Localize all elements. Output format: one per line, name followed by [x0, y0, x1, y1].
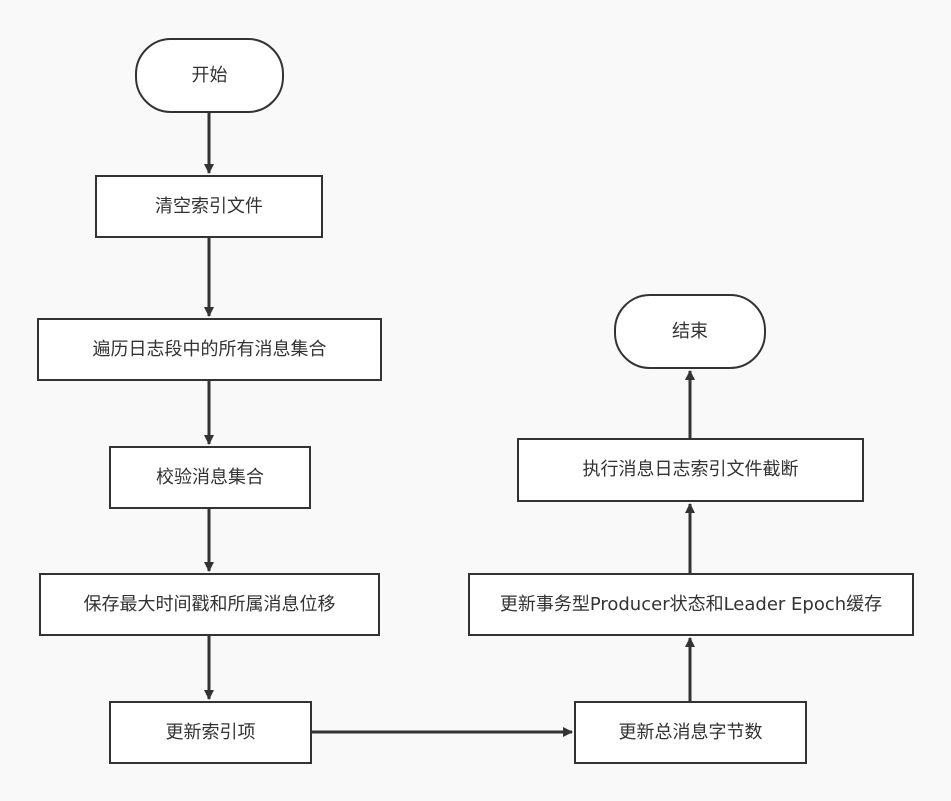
save-max-timestamp-node: 保存最大时间戳和所属消息位移	[39, 573, 380, 636]
start-node: 开始	[135, 38, 284, 113]
end-label: 结束	[672, 320, 708, 342]
validate-node: 校验消息集合	[109, 446, 311, 509]
update-bytes-node: 更新总消息字节数	[574, 701, 807, 764]
update-index-label: 更新索引项	[165, 721, 256, 743]
clear-index-label: 清空索引文件	[155, 195, 263, 217]
update-transaction-label: 更新事务型Producer状态和Leader Epoch缓存	[499, 593, 883, 615]
start-label: 开始	[191, 64, 228, 86]
iterate-log-label: 遍历日志段中的所有消息集合	[92, 338, 327, 360]
update-transaction-node: 更新事务型Producer状态和Leader Epoch缓存	[468, 573, 914, 636]
update-bytes-label: 更新总消息字节数	[618, 721, 763, 743]
save-max-timestamp-label: 保存最大时间戳和所属消息位移	[83, 593, 336, 615]
iterate-log-node: 遍历日志段中的所有消息集合	[37, 318, 382, 381]
truncate-label: 执行消息日志索引文件截断	[582, 459, 799, 481]
end-node: 结束	[614, 294, 766, 369]
update-index-node: 更新索引项	[109, 701, 312, 764]
validate-label: 校验消息集合	[156, 466, 264, 488]
clear-index-node: 清空索引文件	[95, 175, 323, 238]
truncate-node: 执行消息日志索引文件截断	[517, 438, 864, 502]
